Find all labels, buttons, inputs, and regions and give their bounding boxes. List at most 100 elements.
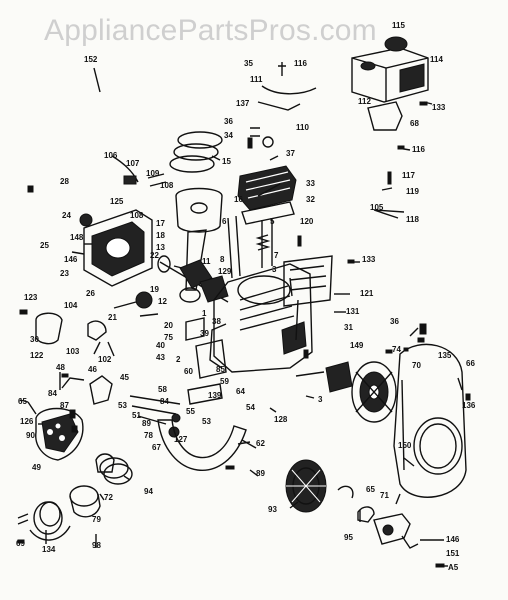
callout-label: 33 [306,179,315,188]
callout-label: 139 [208,391,222,400]
callout-label: 90 [26,431,35,440]
ignition-coil [325,361,353,393]
callout-label: 19 [150,285,159,294]
linkage [129,395,181,425]
callout-label: 26 [86,289,95,298]
callout-label: 110 [296,123,309,132]
callout-label: 98 [92,541,101,550]
callout-label: 122 [30,351,44,360]
callout-label: A5 [448,563,459,572]
leader-lines [19,67,463,567]
callout-label: 58 [158,385,167,394]
callout-label: 67 [152,443,161,452]
callout-label: 65 [18,397,27,406]
callout-label: 148 [70,233,84,242]
callout-label: 151 [446,549,460,558]
callout-label: 105 [370,203,384,212]
callout-label: 125 [110,197,124,206]
cover-plate [95,453,115,473]
flywheel [351,361,397,423]
air-cleaner-cover [99,457,133,485]
callout-label: 25 [40,241,49,250]
crankcase-cover [83,209,153,287]
callout-label: 133 [362,255,376,264]
callout-label: 94 [144,487,153,496]
fuel-tank [351,36,429,103]
callout-label: 53 [202,417,211,426]
callout-label: 152 [84,55,98,64]
callout-label: 123 [24,293,38,302]
callout-label: 106 [104,151,118,160]
callout-label: 121 [360,289,374,298]
callout-label: 20 [164,321,173,330]
callout-label: 108 [160,181,174,190]
callout-label: 3 [318,395,323,404]
callout-label: 38 [212,317,221,326]
callout-label: 89 [142,419,151,428]
starter-clutch [337,485,419,549]
filter-element [69,485,101,518]
callout-label: 109 [146,169,160,178]
callout-label: 11 [202,257,211,266]
callout-label: 17 [156,219,165,228]
callout-label: 93 [268,505,277,514]
callout-label: 24 [62,211,71,220]
callout-label: 117 [402,171,415,180]
callout-label: 129 [218,267,232,276]
callout-label: 6 [222,217,227,226]
callout-label: 31 [344,323,353,332]
air-cleaner-base [35,407,84,461]
control-link [261,85,317,95]
callout-label: 15 [222,157,231,166]
callout-label: 74 [392,345,401,354]
muffler-shield [283,255,333,307]
callout-label: 131 [346,307,360,316]
seal [79,213,93,227]
callout-label: 84 [48,389,57,398]
callout-label: 128 [274,415,288,424]
callout-label: 32 [306,195,315,204]
callout-label: 66 [466,359,475,368]
callout-label: 18 [156,231,165,240]
callout-label: 78 [144,431,153,440]
callout-label: 146 [64,255,78,264]
callout-label: 12 [158,297,167,306]
callout-label: 7 [274,251,279,260]
callout-label: 69 [16,539,25,548]
callout-label: 48 [56,363,65,372]
callout-label: 104 [64,301,78,310]
callout-label: 62 [256,439,265,448]
callout-label: 134 [42,545,56,554]
callout-label: 149 [350,341,364,350]
callout-label: 72 [104,493,113,502]
callout-label: 5 [270,217,275,226]
baffle [157,419,247,471]
starter-cup [29,501,71,541]
callout-label: 79 [92,515,101,524]
breather-cover [195,339,227,379]
callout-label: 107 [126,159,140,168]
callout-label: 51 [132,411,141,420]
callout-label: 114 [430,55,443,64]
callout-label: 22 [150,251,159,260]
callout-label: 54 [246,403,255,412]
callout-label: 126 [20,417,34,426]
callout-label: 87 [60,401,69,410]
callout-label: 136 [462,401,476,410]
callout-label: 116 [412,145,425,154]
callout-label: 23 [60,269,69,278]
callout-label: 8 [220,255,225,264]
callout-label: 70 [412,361,421,370]
callout-label: 59 [220,377,229,386]
valves [227,215,241,279]
watermark: AppliancePartsPros.com [44,14,377,47]
callout-label: 34 [224,131,233,140]
callout-label: 75 [164,333,173,342]
tank-bracket [367,101,403,131]
callout-label: 37 [286,149,295,158]
callout-label: 3 [272,265,277,274]
piston-rings [169,131,223,173]
callout-label: 49 [32,463,41,472]
blower-housing [393,343,467,498]
